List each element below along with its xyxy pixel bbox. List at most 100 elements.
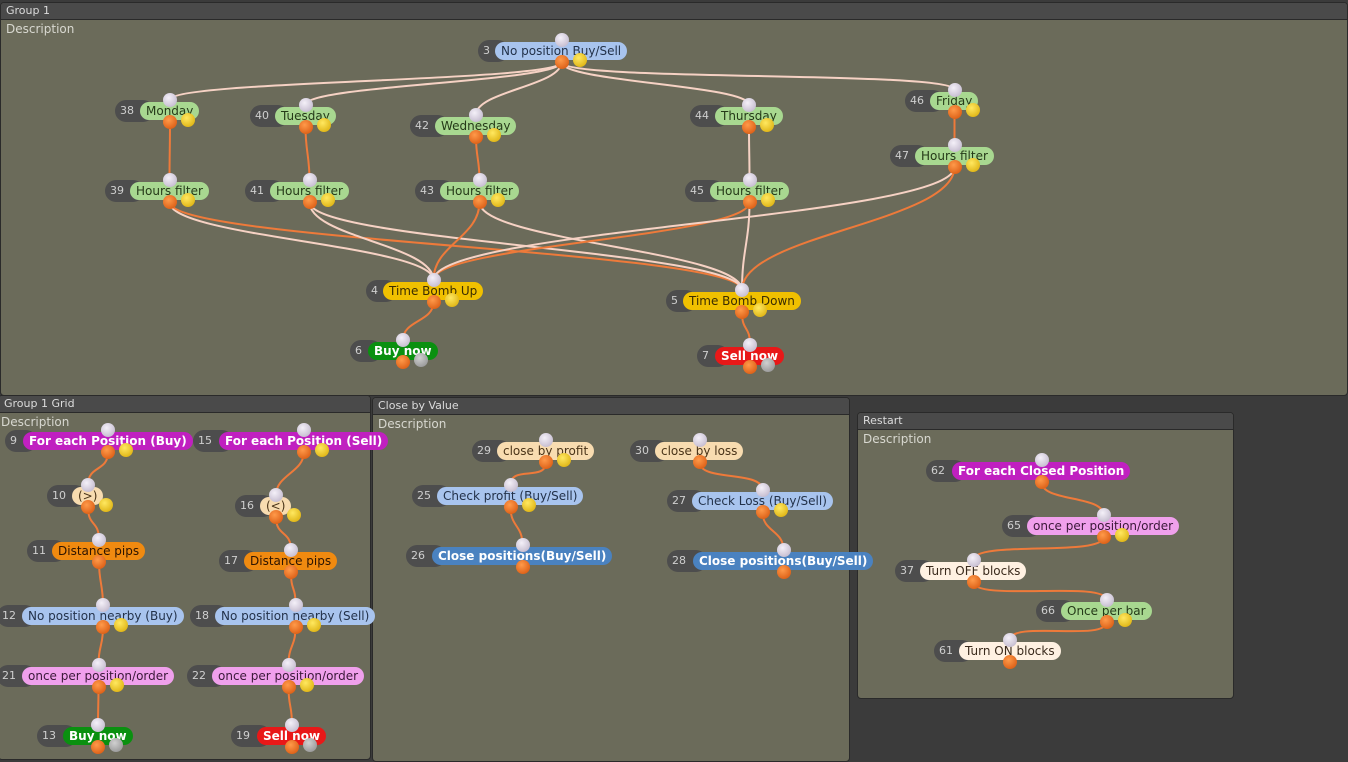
input-port[interactable] xyxy=(288,598,303,612)
option-port[interactable] xyxy=(114,618,128,632)
input-port[interactable] xyxy=(285,718,299,732)
output-port[interactable] xyxy=(297,445,311,459)
option-port[interactable] xyxy=(965,103,980,117)
input-port[interactable] xyxy=(469,108,483,122)
option-port[interactable] xyxy=(1114,528,1129,542)
option-port[interactable] xyxy=(557,453,571,467)
node-block-10[interactable]: 10(>) xyxy=(47,485,104,507)
input-port[interactable] xyxy=(91,658,106,672)
input-port[interactable] xyxy=(503,478,518,492)
input-port[interactable] xyxy=(692,433,707,447)
output-port[interactable] xyxy=(281,680,296,694)
input-port[interactable] xyxy=(743,338,757,352)
option-port[interactable] xyxy=(119,443,133,457)
input-port[interactable] xyxy=(163,93,177,107)
group-title[interactable]: Group 1 Grid xyxy=(0,396,370,413)
input-port[interactable] xyxy=(735,283,749,297)
option-port[interactable] xyxy=(320,193,335,207)
output-port[interactable] xyxy=(1034,475,1049,489)
input-port[interactable] xyxy=(269,488,283,502)
output-port[interactable] xyxy=(91,680,106,694)
group-title[interactable]: Group 1 xyxy=(1,3,1347,20)
option-port[interactable] xyxy=(490,193,505,207)
option-port[interactable] xyxy=(773,503,788,517)
group-title[interactable]: Restart xyxy=(858,413,1233,430)
option-port[interactable] xyxy=(299,678,314,692)
input-port[interactable] xyxy=(966,553,981,567)
output-port[interactable] xyxy=(426,295,441,309)
secondary-port[interactable] xyxy=(414,353,428,367)
input-port[interactable] xyxy=(298,98,313,112)
secondary-port[interactable] xyxy=(761,358,775,372)
output-port[interactable] xyxy=(302,195,317,209)
output-port[interactable] xyxy=(503,500,518,514)
input-port[interactable] xyxy=(101,423,115,437)
option-port[interactable] xyxy=(109,678,124,692)
input-port[interactable] xyxy=(755,483,770,497)
input-port[interactable] xyxy=(281,658,296,672)
input-port[interactable] xyxy=(81,478,95,492)
output-port[interactable] xyxy=(288,620,303,634)
output-port[interactable] xyxy=(755,505,770,519)
option-port[interactable] xyxy=(316,118,331,132)
node-block-16[interactable]: 16(<) xyxy=(235,495,292,517)
option-port[interactable] xyxy=(965,158,980,172)
output-port[interactable] xyxy=(472,195,487,209)
input-port[interactable] xyxy=(1034,453,1049,467)
option-port[interactable] xyxy=(760,118,774,132)
input-port[interactable] xyxy=(539,433,553,447)
option-port[interactable] xyxy=(180,193,195,207)
input-port[interactable] xyxy=(162,173,177,187)
input-port[interactable] xyxy=(554,33,569,47)
output-port[interactable] xyxy=(101,445,115,459)
secondary-port[interactable] xyxy=(303,738,317,752)
output-port[interactable] xyxy=(396,355,410,369)
input-port[interactable] xyxy=(515,538,530,552)
output-port[interactable] xyxy=(285,740,299,754)
output-port[interactable] xyxy=(1003,655,1017,669)
output-port[interactable] xyxy=(81,500,95,514)
output-port[interactable] xyxy=(1099,615,1114,629)
option-port[interactable] xyxy=(572,53,587,67)
input-port[interactable] xyxy=(284,543,298,557)
group-title[interactable]: Close by Value xyxy=(373,398,849,415)
input-port[interactable] xyxy=(776,543,791,557)
output-port[interactable] xyxy=(515,560,530,574)
output-port[interactable] xyxy=(947,160,962,174)
option-port[interactable] xyxy=(753,303,767,317)
output-port[interactable] xyxy=(91,740,105,754)
input-port[interactable] xyxy=(947,83,962,97)
output-port[interactable] xyxy=(469,130,483,144)
output-port[interactable] xyxy=(298,120,313,134)
input-port[interactable] xyxy=(91,718,105,732)
input-port[interactable] xyxy=(742,98,756,112)
option-port[interactable] xyxy=(99,498,113,512)
input-port[interactable] xyxy=(742,173,757,187)
option-port[interactable] xyxy=(287,508,301,522)
input-port[interactable] xyxy=(1003,633,1017,647)
output-port[interactable] xyxy=(735,305,749,319)
input-port[interactable] xyxy=(92,533,106,547)
output-port[interactable] xyxy=(1096,530,1111,544)
input-port[interactable] xyxy=(297,423,311,437)
output-port[interactable] xyxy=(539,455,553,469)
option-port[interactable] xyxy=(487,128,501,142)
output-port[interactable] xyxy=(92,555,106,569)
